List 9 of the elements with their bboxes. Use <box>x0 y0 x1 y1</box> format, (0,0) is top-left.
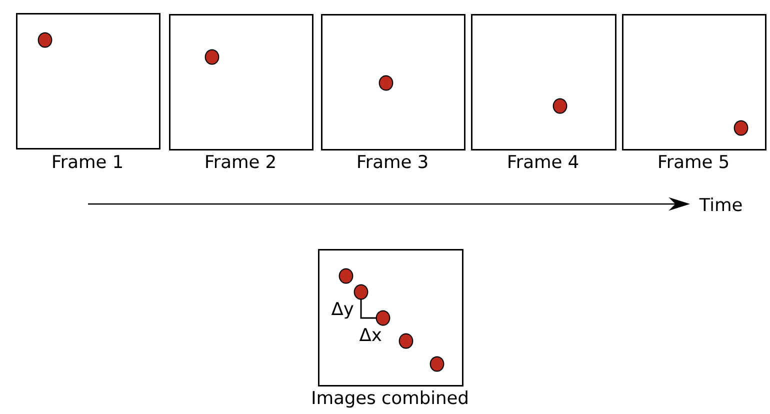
time-label: Time <box>699 198 742 212</box>
frame-label: Frame 5 <box>659 155 728 168</box>
frame-label: Frame 1 <box>53 155 122 168</box>
frame-label: Frame 4 <box>508 155 578 168</box>
frame-label: Images combined <box>312 390 468 408</box>
dimension-label: Δy <box>331 302 354 319</box>
frame-label: Frame 3 <box>358 154 428 168</box>
frame-label: Frame 2 <box>206 154 275 168</box>
dimension-label: Δx <box>359 328 382 341</box>
